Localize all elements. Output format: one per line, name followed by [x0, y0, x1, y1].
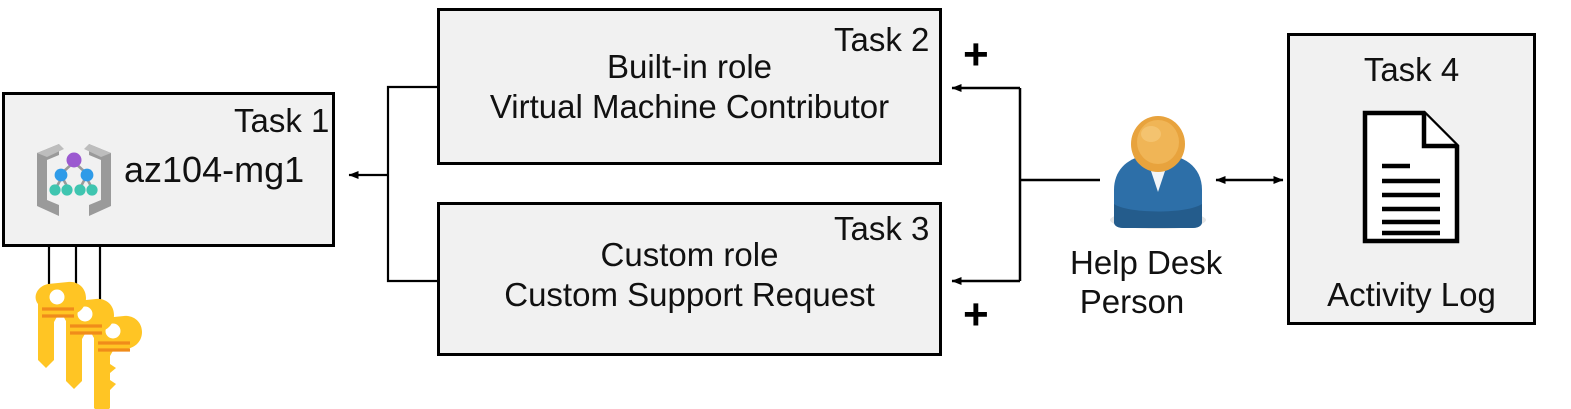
- task2-box[interactable]: [437, 8, 942, 165]
- connector-person-to-roles: [951, 84, 1100, 285]
- person-caption-line2: Person: [1079, 283, 1185, 320]
- connector-roles-to-mg: [348, 85, 437, 283]
- task2-role-name: Virtual Machine Contributor: [489, 88, 890, 125]
- task1-management-group-label: az104-mg1: [124, 149, 305, 190]
- task1-box[interactable]: [2, 92, 335, 247]
- task3-role-name: Custom Support Request: [504, 276, 875, 313]
- task4-activity-log-label: Activity Log: [1327, 276, 1496, 313]
- task3-box[interactable]: [437, 202, 942, 356]
- task3-tag: Task 3: [834, 210, 930, 247]
- task3-role-type: Custom role: [600, 236, 779, 273]
- task2-tag: Task 2: [834, 21, 930, 58]
- task2-role-type: Built-in role: [606, 48, 773, 85]
- plus-symbol-top: +: [963, 30, 989, 79]
- task4-tag: Task 4: [1363, 51, 1460, 88]
- task1-tag: Task 1: [234, 102, 330, 139]
- plus-symbol-bottom: +: [963, 290, 989, 339]
